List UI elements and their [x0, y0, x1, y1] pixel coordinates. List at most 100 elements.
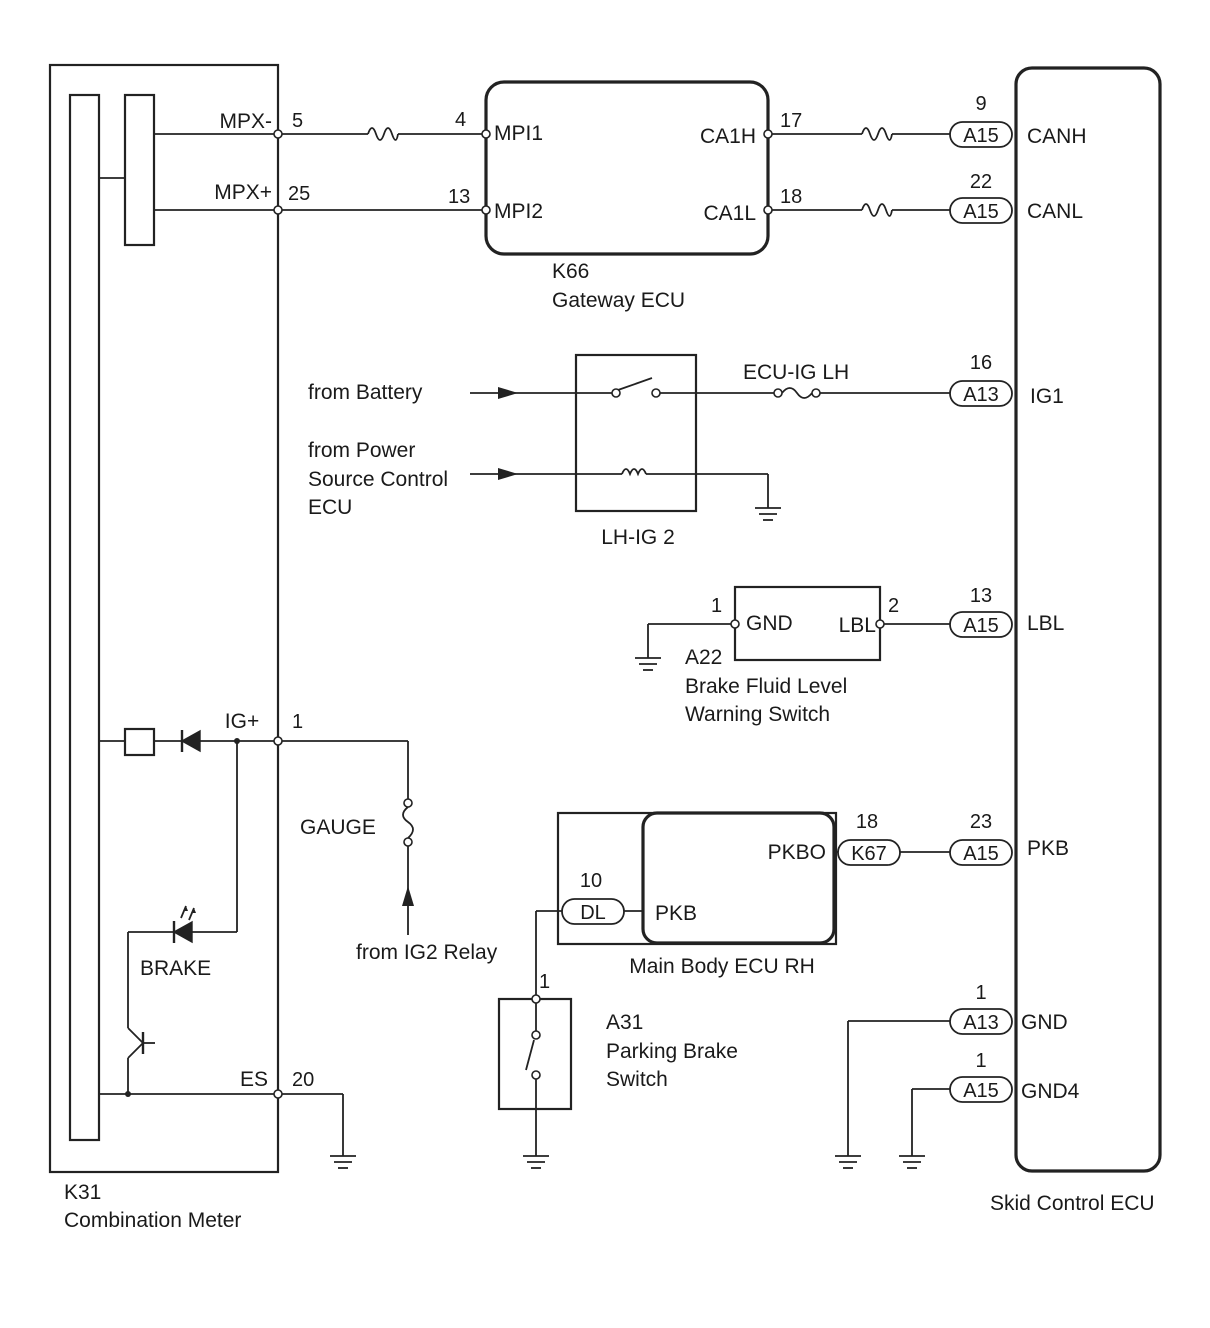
- lh-ig2-relay-outline: [574, 353, 698, 513]
- gateway-ecu: MPI1 MPI2 CA1H CA1L K66 Gateway ECU: [484, 80, 770, 312]
- brake-led-ray-heads: [183, 906, 196, 913]
- brake-switch-lbl-pin: 2: [888, 595, 899, 617]
- brake-fluid-level-switch: GND LBL 1 2 A15 13 A22 Brake Fluid Level…: [635, 585, 1013, 726]
- meter-regulator-block: [123, 727, 156, 757]
- gateway-ecu-outline: [484, 80, 770, 256]
- canh-pin: 9: [975, 93, 986, 115]
- main-body-ecu-name: Main Body ECU RH: [629, 955, 815, 978]
- battery-arrow-icon: [498, 387, 518, 399]
- brake-switch-lbl-marker: [875, 619, 885, 629]
- ca1h-label: CA1H: [700, 125, 756, 148]
- lh-ig2-relay-name: LH-IG 2: [601, 526, 675, 549]
- canl-connector-oval: [949, 197, 1013, 224]
- brake-switch-gnd-pin: 1: [711, 595, 722, 617]
- parking-brake-switch-outline: [497, 997, 573, 1111]
- ecu-ig-lh-fuse-right: [811, 388, 821, 398]
- ig-plus-label: IG+: [225, 710, 259, 733]
- gateway-ecu-code: K66: [552, 260, 589, 283]
- mpi2-label: MPI2: [494, 200, 543, 223]
- parking-switch-pin-marker: [531, 994, 541, 1004]
- gauge-fuse-icon: [402, 806, 414, 839]
- canl-connector-code: A15: [963, 201, 999, 223]
- parking-switch-contact-top: [531, 1030, 541, 1040]
- gnd-label: GND: [1021, 1011, 1068, 1034]
- gnd4-connector-oval: [949, 1076, 1013, 1103]
- canh-break-icon: [861, 127, 893, 141]
- combination-meter-name: Combination Meter: [64, 1209, 241, 1232]
- ig-plus-pin-marker: [273, 736, 283, 746]
- parking-switch-ground-icon: [523, 1155, 549, 1169]
- mpx-plus-pin: 25: [288, 183, 310, 205]
- ig1-connector-code: A13: [963, 384, 999, 406]
- ecu-ig-lh-fuse-left: [773, 388, 783, 398]
- es-label: ES: [240, 1068, 268, 1091]
- mpx-minus-pin-marker: [273, 129, 283, 139]
- relay-ground-icon: [755, 507, 781, 521]
- gnd-ground-icon: [835, 1155, 861, 1169]
- from-power-source-line3: ECU: [308, 496, 352, 519]
- ig1-connector-oval: [949, 380, 1013, 407]
- meter-communication-ic: [123, 93, 156, 247]
- parking-switch-blade: [525, 1039, 535, 1071]
- parking-brake-switch-code: A31: [606, 1011, 643, 1034]
- power-diode-icon: [180, 729, 201, 753]
- ig1-pin: 16: [970, 352, 992, 374]
- main-body-ecu-inner: [641, 811, 836, 945]
- es-pin: 20: [292, 1069, 314, 1091]
- ca1h-pin-marker: [763, 129, 773, 139]
- lbl-connector-code: A15: [963, 615, 999, 637]
- pkbo-label: PKBO: [768, 841, 826, 864]
- communication-wiring: 5 25 4 13 17 18 A15 9 A15 22: [273, 93, 1013, 1094]
- pkb-connector-oval: [949, 839, 1013, 866]
- skid-control-ecu-name: Skid Control ECU: [990, 1192, 1155, 1215]
- ca1l-label: CA1L: [703, 202, 756, 225]
- ig-plus-pin: 1: [292, 711, 303, 733]
- pkb-label: PKB: [1027, 837, 1069, 860]
- mpx-minus-pin: 5: [292, 110, 303, 132]
- gnd4-pin: 1: [975, 1050, 986, 1072]
- canl-label: CANL: [1027, 200, 1083, 223]
- gnd-pin: 1: [975, 982, 986, 1004]
- es-ground-icon: [330, 1155, 356, 1169]
- mpi1-pin: 4: [455, 109, 466, 131]
- pkbo-pin: 18: [856, 811, 878, 833]
- power-source-arrow-icon: [498, 468, 518, 480]
- brake-indicator-label: BRAKE: [140, 957, 211, 980]
- gnd4-connector-code: A15: [963, 1080, 999, 1102]
- lbl-connector-oval: [949, 611, 1013, 638]
- brake-switch-gnd-label: GND: [746, 612, 793, 635]
- relay-contact-blade: [617, 377, 653, 391]
- ecu-ig-lh-label: ECU-IG LH: [743, 361, 849, 384]
- pkb-pin: 23: [970, 811, 992, 833]
- brake-transistor-emitter: [127, 1027, 144, 1044]
- parking-brake-switch: 1 A31 Parking Brake Switch: [497, 910, 738, 1169]
- mpi2-pin: 13: [448, 186, 470, 208]
- relay-contact-right: [651, 388, 661, 398]
- brake-fluid-switch-name-1: Brake Fluid Level: [685, 675, 847, 698]
- dl-pin: 10: [580, 870, 602, 892]
- parking-brake-switch-name-1: Parking Brake: [606, 1040, 738, 1063]
- ca1l-pin-marker: [763, 205, 773, 215]
- mpi1-pin-marker: [481, 129, 491, 139]
- meter-internal-bus: [68, 93, 101, 1142]
- ig1-label: IG1: [1030, 385, 1064, 408]
- combination-meter-outline: [48, 63, 280, 1174]
- canl-pin: 22: [970, 171, 992, 193]
- mpx-plus-pin-marker: [273, 205, 283, 215]
- pkb-connector-code: A15: [963, 843, 999, 865]
- ig-relay-circuit: from Battery from Power Source Control E…: [308, 352, 1013, 549]
- parking-switch-pin: 1: [539, 971, 550, 993]
- from-battery-label: from Battery: [308, 381, 423, 404]
- mpx-plus-label: MPX+: [214, 181, 272, 204]
- gnd-connector-code: A13: [963, 1012, 999, 1034]
- gauge-fuse-top: [403, 798, 413, 808]
- meter-power-wiring: GAUGE from IG2 Relay 1 20: [273, 711, 498, 1169]
- ca1l-pin: 18: [780, 186, 802, 208]
- from-power-source-line2: Source Control: [308, 468, 448, 491]
- relay-coil-icon: [621, 468, 647, 477]
- gauge-fuse-bottom: [403, 837, 413, 847]
- main-body-ecu: PKBO PKB Main Body ECU RH K67 18 A15 23 …: [556, 811, 1013, 978]
- brake-switch-lbl-label: LBL: [839, 614, 876, 637]
- gateway-ecu-name: Gateway ECU: [552, 289, 685, 312]
- brake-fluid-switch-code: A22: [685, 646, 722, 669]
